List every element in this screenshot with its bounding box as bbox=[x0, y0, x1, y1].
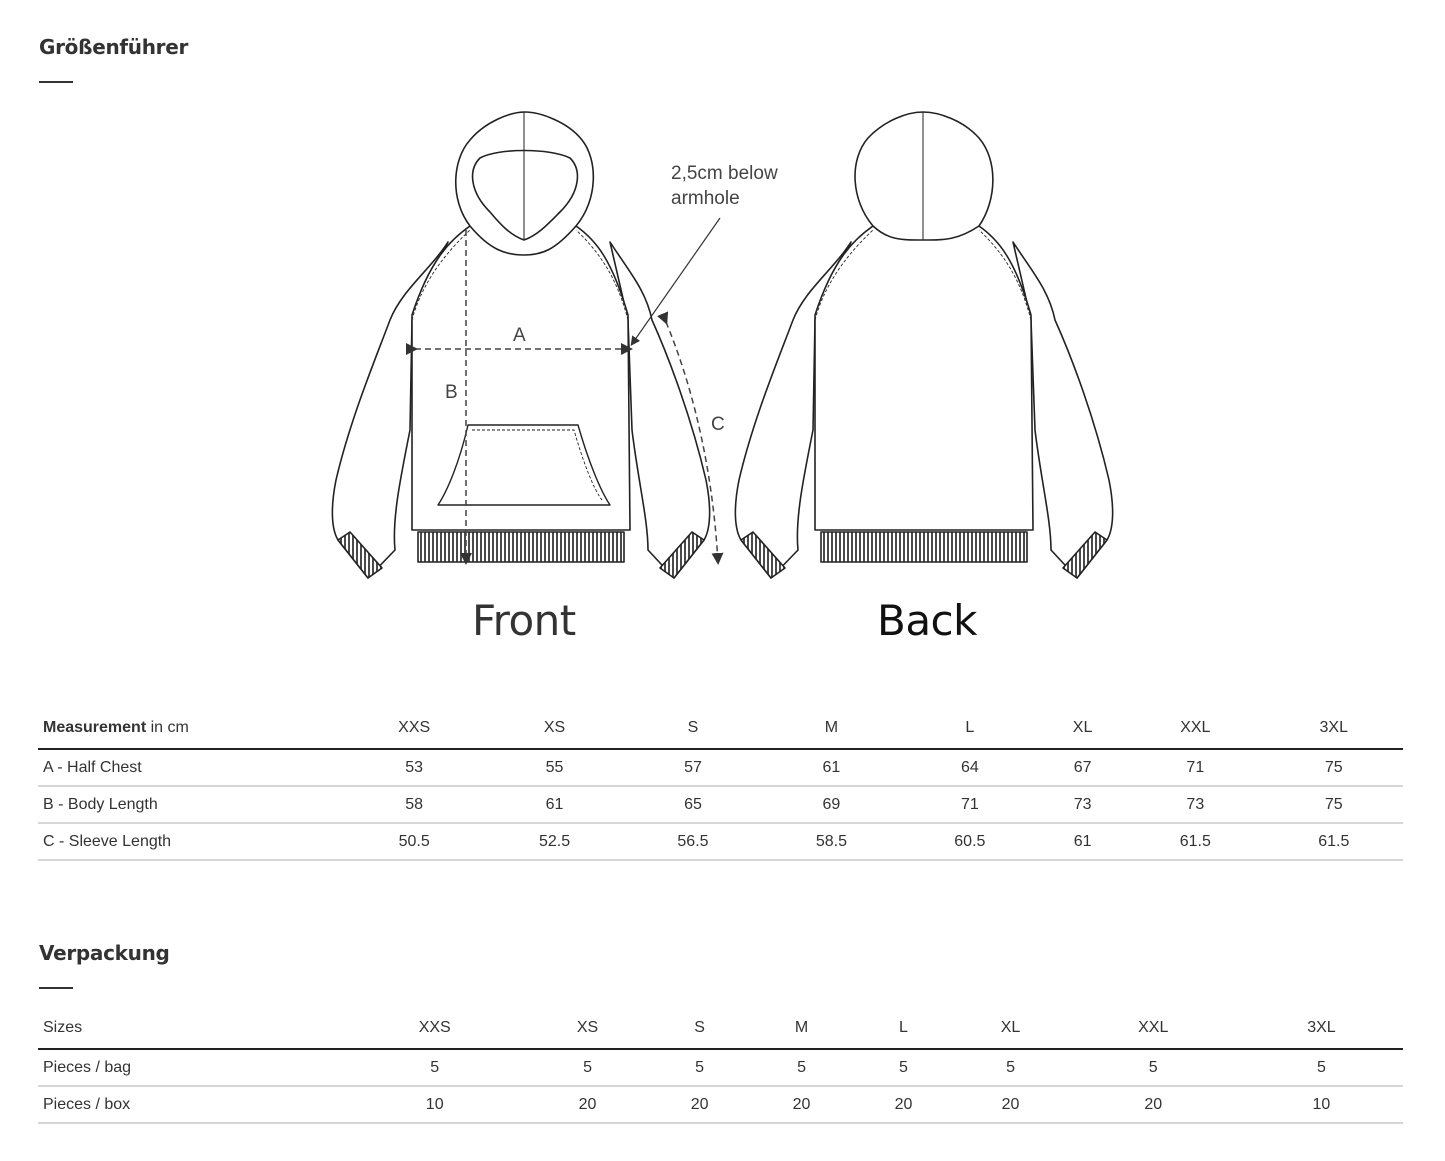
table-cell: 10 bbox=[425, 1095, 444, 1113]
table-cell: 5 bbox=[695, 1058, 705, 1076]
table-cell: 58.5 bbox=[815, 832, 847, 850]
measurement-header-unit: in cm bbox=[146, 719, 189, 736]
packaging-header-row: Sizes XXS XS S M L XL XXL 3XL bbox=[38, 1008, 1403, 1049]
size-header: L bbox=[965, 719, 975, 736]
table-cell: 58 bbox=[405, 795, 424, 813]
table-cell: 5 bbox=[1316, 1058, 1326, 1076]
row-label: Pieces / bag bbox=[43, 1058, 132, 1076]
table-cell: 64 bbox=[960, 758, 979, 776]
measurements-header-row: Measurement in cm XXS XS S M L XL XXL 3X… bbox=[38, 708, 1403, 749]
label-half-chest: A bbox=[513, 325, 526, 346]
table-cell: 61.5 bbox=[1318, 832, 1350, 850]
table-cell: 5 bbox=[797, 1058, 806, 1076]
table-cell: 67 bbox=[1073, 758, 1092, 776]
size-header: 3XL bbox=[1319, 719, 1348, 736]
size-header: XXS bbox=[398, 719, 431, 736]
table-cell: 20 bbox=[690, 1095, 709, 1113]
table-row: B - Body Length 58 61 65 69 71 73 73 75 bbox=[38, 786, 1403, 823]
packaging-table: Sizes XXS XS S M L XL XXL 3XL Pieces / b… bbox=[38, 1008, 1403, 1124]
armhole-note: 2,5cm below armhole bbox=[671, 161, 778, 211]
table-cell: 71 bbox=[960, 795, 979, 813]
table-row: Pieces / bag 5 5 5 5 5 5 5 5 bbox=[38, 1049, 1403, 1086]
hoodie-drawing-svg bbox=[331, 111, 1114, 579]
measurements-table: Measurement in cm XXS XS S M L XL XXL 3X… bbox=[38, 708, 1403, 861]
table-cell: 10 bbox=[1312, 1095, 1331, 1113]
table-row: Pieces / box 10 20 20 20 20 20 20 10 bbox=[38, 1086, 1403, 1123]
size-header: XXL bbox=[1180, 719, 1211, 736]
table-cell: 57 bbox=[684, 758, 702, 776]
size-header: 3XL bbox=[1307, 1019, 1336, 1036]
label-body-length: B bbox=[445, 382, 458, 403]
size-header: XL bbox=[1072, 719, 1093, 736]
back-view-label: Back bbox=[877, 596, 977, 645]
sizes-header: Sizes bbox=[43, 1019, 83, 1036]
table-cell: 61 bbox=[545, 795, 564, 813]
table-cell: 61 bbox=[1073, 832, 1092, 850]
packaging-title: Verpackung bbox=[39, 941, 170, 965]
table-cell: 5 bbox=[1006, 1058, 1015, 1076]
armhole-note-line2: armhole bbox=[671, 188, 740, 209]
measurement-guides bbox=[406, 217, 724, 565]
table-cell: 20 bbox=[1144, 1095, 1163, 1113]
table-row: C - Sleeve Length 50.5 52.5 56.5 58.5 60… bbox=[38, 823, 1403, 860]
size-header: M bbox=[794, 1019, 809, 1036]
row-label: A - Half Chest bbox=[43, 758, 142, 776]
row-label: Pieces / box bbox=[43, 1095, 131, 1113]
size-header: XL bbox=[1000, 1019, 1021, 1036]
table-row: A - Half Chest 53 55 57 61 64 67 71 75 bbox=[38, 749, 1403, 786]
hoodie-technical-drawing bbox=[320, 100, 1130, 660]
table-cell: 20 bbox=[1001, 1095, 1020, 1113]
size-header: XXS bbox=[418, 1019, 451, 1036]
title-underline bbox=[39, 987, 73, 989]
table-cell: 71 bbox=[1186, 758, 1205, 776]
measurement-header: Measurement in cm bbox=[38, 708, 343, 749]
table-cell: 60.5 bbox=[954, 832, 986, 850]
table-cell: 5 bbox=[583, 1058, 592, 1076]
table-cell: 20 bbox=[894, 1095, 913, 1113]
table-cell: 50.5 bbox=[398, 832, 430, 850]
table-cell: 69 bbox=[822, 795, 841, 813]
table-cell: 55 bbox=[545, 758, 564, 776]
size-header: M bbox=[824, 719, 839, 736]
size-guide-title: Größenführer bbox=[39, 35, 189, 59]
front-view-label: Front bbox=[472, 596, 576, 645]
table-cell: 20 bbox=[578, 1095, 597, 1113]
table-cell: 61 bbox=[822, 758, 841, 776]
armhole-note-line1: 2,5cm below bbox=[671, 163, 778, 184]
table-cell: 5 bbox=[899, 1058, 908, 1076]
row-label: C - Sleeve Length bbox=[43, 832, 172, 850]
back-hoodie bbox=[734, 111, 1114, 579]
table-cell: 20 bbox=[792, 1095, 811, 1113]
size-header: L bbox=[899, 1019, 908, 1036]
size-header: S bbox=[694, 1019, 705, 1036]
table-cell: 75 bbox=[1324, 758, 1343, 776]
size-header: XS bbox=[576, 1019, 599, 1036]
table-cell: 61.5 bbox=[1179, 832, 1211, 850]
table-cell: 52.5 bbox=[538, 832, 571, 850]
size-header: XS bbox=[543, 719, 566, 736]
title-underline bbox=[39, 81, 73, 83]
table-cell: 75 bbox=[1324, 795, 1343, 813]
table-cell: 73 bbox=[1073, 795, 1092, 813]
size-header: XXL bbox=[1138, 1019, 1169, 1036]
measurement-header-strong: Measurement bbox=[43, 719, 147, 736]
label-sleeve-length: C bbox=[711, 414, 725, 435]
table-cell: 5 bbox=[430, 1058, 440, 1076]
table-cell: 5 bbox=[1148, 1058, 1158, 1076]
row-label: B - Body Length bbox=[43, 795, 158, 813]
table-cell: 56.5 bbox=[677, 832, 709, 850]
table-cell: 73 bbox=[1186, 795, 1205, 813]
table-cell: 53 bbox=[405, 758, 424, 776]
size-header: S bbox=[687, 719, 699, 736]
table-cell: 65 bbox=[684, 795, 702, 813]
